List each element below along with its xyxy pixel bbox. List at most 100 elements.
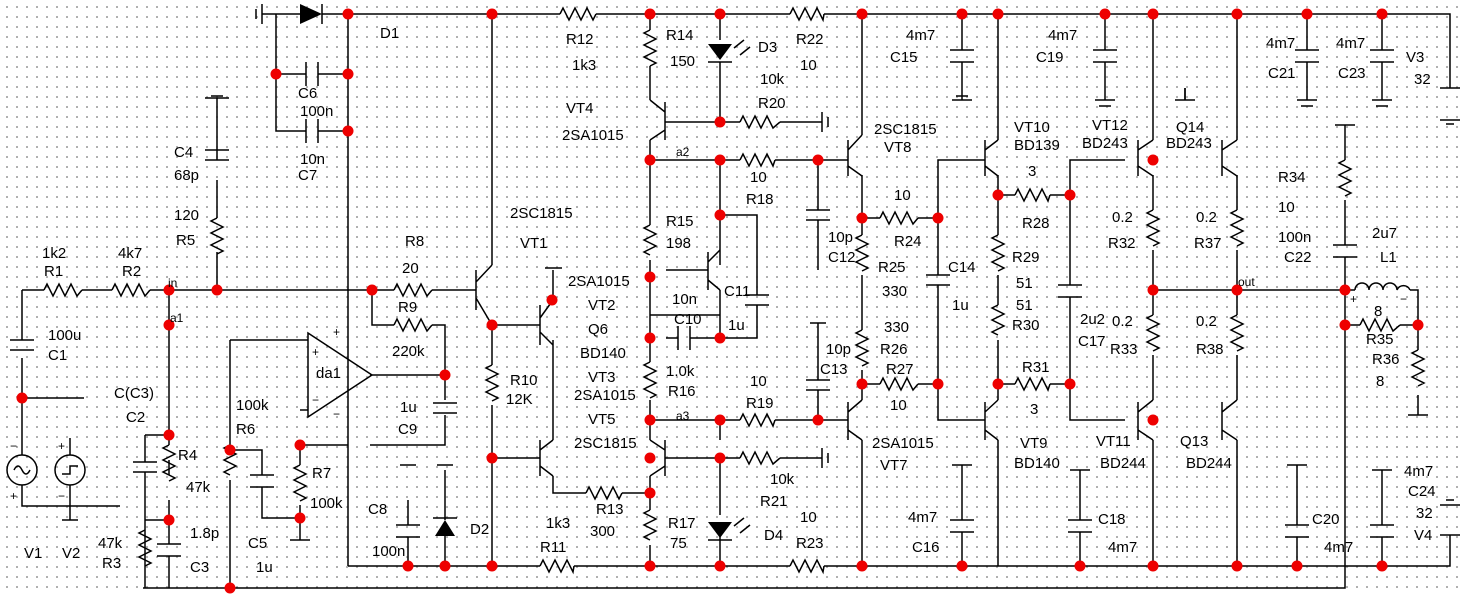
label-Q14t: BD243 — [1166, 135, 1212, 152]
label-R4: R4 — [178, 447, 197, 464]
label-V4: V4 — [1414, 527, 1432, 544]
label-C23: C23 — [1338, 65, 1366, 82]
label-V2: V2 — [62, 545, 80, 562]
label-R26: R26 — [880, 341, 908, 358]
svg-text:−: − — [333, 407, 340, 421]
label-R5: R5 — [176, 232, 195, 249]
resistor-R29 — [990, 234, 1006, 272]
label-VT2t: 2SA1015 — [568, 273, 630, 290]
label-out: out — [1238, 275, 1255, 289]
capacitor-C16 — [950, 519, 974, 533]
svg-text:−: − — [1400, 292, 1407, 306]
label-R11v: 1k3 — [546, 515, 570, 532]
label-R11: R11 — [540, 539, 566, 556]
label-R21: R21 — [760, 493, 788, 510]
label-VT10: VT10 — [1014, 119, 1050, 136]
junction-dot — [342, 8, 354, 20]
label-C4: C4 — [174, 144, 193, 161]
junction-dot — [294, 512, 306, 524]
label-R37v: 0.2 — [1196, 209, 1217, 226]
resistor-R9 — [393, 317, 433, 333]
resistor-R24 — [879, 210, 919, 226]
capacitor-C1 — [10, 339, 34, 351]
svg-text:−: − — [58, 489, 65, 503]
capacitor-C17 — [1058, 284, 1082, 298]
junction-dot — [16, 392, 28, 404]
junction-dot — [644, 8, 656, 20]
label-C18: C18 — [1098, 511, 1126, 528]
junction-dot — [812, 154, 824, 166]
label-R23: R23 — [796, 535, 824, 552]
label-C22v: 100n — [1278, 229, 1311, 246]
label-R10v: 12K — [506, 391, 533, 408]
label-C14: C14 — [948, 259, 976, 276]
label-C21v: 4m7 — [1266, 35, 1295, 52]
junction-dot — [992, 378, 1004, 390]
label-C7v: 10n — [300, 151, 325, 168]
junction-dot — [714, 452, 726, 464]
label-C5v: 1u — [256, 559, 273, 576]
junction-dot — [486, 8, 498, 20]
label-R17v: 75 — [670, 535, 687, 552]
label-C12v: 10p — [828, 229, 853, 246]
label-R8v: 20 — [402, 260, 419, 277]
junction-dot — [439, 369, 451, 381]
label-VT5t: 2SC1815 — [574, 435, 637, 452]
label-VT3t: 2SA1015 — [574, 387, 636, 404]
resistor-R33 — [1145, 314, 1161, 352]
label-C1v: 100u — [48, 327, 81, 344]
label-R10: R10 — [510, 372, 538, 389]
junction-dot — [342, 125, 354, 137]
voltage-source-V1: −+ — [6, 439, 38, 503]
capacitor-C11 — [745, 294, 769, 306]
label-C20v: 4m7 — [1324, 539, 1353, 556]
label-R24v: 10 — [894, 187, 911, 204]
label-R12v: 1k3 — [572, 57, 596, 74]
label-R3v: 47k — [98, 535, 123, 552]
label-R33: R33 — [1110, 341, 1138, 358]
transistor-VT2 — [539, 299, 554, 346]
label-C8: C8 — [368, 501, 387, 518]
label-R20: R20 — [758, 95, 786, 112]
label-C14v: 1u — [952, 297, 969, 314]
label-VT7t: 2SA1015 — [872, 435, 934, 452]
svg-text:−: − — [312, 393, 319, 407]
resistor-R6 — [222, 444, 238, 476]
label-D4: D4 — [764, 527, 783, 544]
label-R27v: 10 — [890, 397, 907, 414]
capacitor-C12 — [806, 209, 830, 221]
junction-dot — [1147, 284, 1159, 296]
label-R7: R7 — [312, 465, 331, 482]
label-VT8t: 2SC1815 — [874, 121, 937, 138]
led-D3 — [708, 39, 751, 63]
label-R35v: 8 — [1374, 303, 1382, 320]
label-R22v: 10 — [800, 57, 817, 74]
label-C21: C21 — [1268, 65, 1296, 82]
label-VT9t: BD140 — [1014, 455, 1060, 472]
resistor-R32 — [1145, 209, 1161, 247]
svg-text:+: + — [333, 325, 340, 339]
label-C17v: 2u2 — [1080, 311, 1105, 328]
inductor-L1: +− — [1350, 282, 1411, 306]
label-VT8: VT8 — [884, 139, 912, 156]
label-R5v: 120 — [174, 207, 199, 224]
junction-dot — [856, 212, 868, 224]
label-R1v: 1k2 — [42, 245, 66, 262]
label-R32: R32 — [1108, 235, 1136, 252]
label-R22: R22 — [796, 31, 824, 48]
label-R18v: 10 — [750, 169, 767, 186]
junction-dot — [714, 209, 726, 221]
resistor-R13 — [585, 485, 623, 501]
label-C9v: 1u — [400, 399, 417, 416]
label-R15v: 198 — [666, 235, 691, 252]
capacitor-C24 — [1370, 524, 1394, 538]
junction-dot — [1064, 378, 1076, 390]
label-C2: C2 — [126, 409, 145, 426]
label-Q6: Q6 — [588, 321, 608, 338]
label-VT12: VT12 — [1092, 117, 1128, 134]
junction-dot — [644, 487, 656, 499]
opamp-da1: + − + − — [307, 325, 374, 421]
resistor-R17 — [642, 509, 658, 541]
junction-dot — [1412, 319, 1424, 331]
label-VT2: VT2 — [588, 297, 616, 314]
